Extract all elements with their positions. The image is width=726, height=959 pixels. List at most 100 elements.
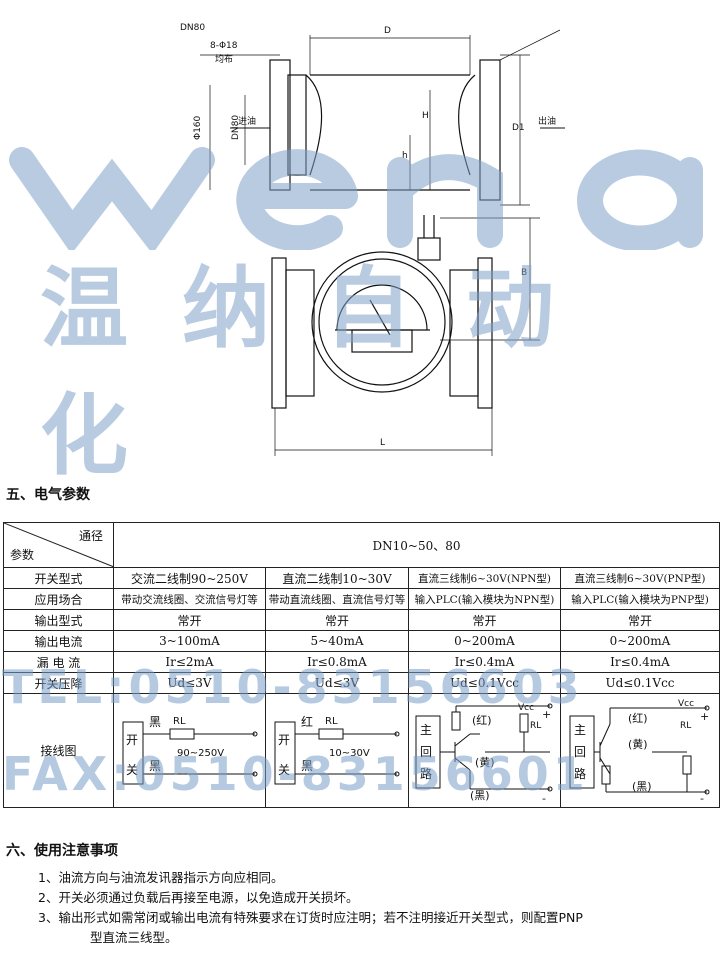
npn-minus-label: -: [542, 792, 546, 804]
table-cell: Ud≤0.1Vcc: [408, 672, 561, 694]
table-cell: 常开: [113, 609, 266, 631]
table-row: 应用场合 带动交流线圈、交流信号灯等 带动直流线圈、直流信号灯等 输入PLC(输…: [3, 588, 720, 610]
ac-black2-label: 黑: [149, 759, 161, 773]
drawing-dim-h-lower: h: [402, 151, 408, 161]
table-cell: Ud≤3V: [113, 672, 266, 694]
corner-bottom-label: 参数: [10, 548, 35, 562]
npn-main-2: 回: [420, 745, 432, 759]
section-title-notes: 六、使用注意事项: [6, 843, 118, 859]
drawing-holes-label: 8-Φ18: [210, 41, 238, 51]
table-cell: Ud≤3V: [265, 672, 409, 694]
row-label: 接线图: [3, 693, 114, 808]
table-row: 输出电流 3~100mA 5~40mA 0~200mA 0~200mA: [3, 630, 720, 652]
pnp-vcc-label: Vcc: [678, 699, 694, 709]
corner-top-label: 通径: [78, 529, 103, 543]
table-cell: 带动交流线圈、交流信号灯等: [113, 588, 266, 610]
drawing-phi-label: Φ160: [193, 115, 203, 140]
note-item-continued: 型直流三线型。: [90, 930, 178, 945]
pnp-yellow-label: (黄): [628, 737, 648, 751]
dc-switch-label-1: 开: [278, 733, 290, 747]
row-label: 输出电流: [3, 630, 114, 652]
section-title-electrical: 五、电气参数: [6, 487, 90, 503]
notes-list: 1、油流方向与油流发讯器指示方向应相同。 2、开关必须通过负载后再接至电源，以免…: [38, 868, 583, 948]
pnp-black-label: (黑): [632, 780, 652, 793]
flow-indicator-drawing: DN80 8-Φ18 均布 Φ160 DN80 进油 出油 D H h D1 B…: [180, 23, 565, 456]
table-cell: Ud≤0.1Vcc: [560, 672, 720, 694]
table-cell: Ir≤2mA: [113, 651, 266, 673]
table-cell: 3~100mA: [113, 630, 266, 652]
table-cell: 直流三线制6~30V(NPN型): [408, 567, 561, 589]
note-item: 2、开关必须通过负载后再接至电源，以免造成开关损坏。: [38, 890, 359, 905]
note-item: 1、油流方向与油流发讯器指示方向应相同。: [38, 870, 284, 885]
pnp-main-3: 路: [574, 766, 586, 781]
ac-rl-label: RL: [173, 716, 186, 727]
pnp-main-2: 回: [574, 745, 586, 759]
ac-black-label: 黑: [149, 715, 161, 729]
table-cell: 输入PLC(输入模块为NPN型): [408, 588, 561, 610]
table-cell: Ir≤0.4mA: [408, 651, 561, 673]
npn-main-1: 主: [420, 723, 432, 737]
npn-red-label: (红): [472, 714, 492, 727]
npn-black-label: (黑): [470, 789, 490, 802]
table-cell: 0~200mA: [408, 630, 561, 652]
table-cell: 5~40mA: [265, 630, 409, 652]
table-cell: 常开: [265, 609, 409, 631]
dc-voltage-label: 10~30V: [329, 748, 370, 759]
table-cell: Ir≤0.4mA: [560, 651, 720, 673]
table-cell: 直流二线制10~30V: [265, 567, 409, 589]
table-row: 开关压降 Ud≤3V Ud≤3V Ud≤0.1Vcc Ud≤0.1Vcc: [3, 672, 720, 694]
ac-voltage-label: 90~250V: [177, 748, 224, 759]
dc-rl-label: RL: [325, 716, 338, 727]
drawing-dim-d1: D1: [512, 123, 525, 133]
drawing-holes-label2: 均布: [215, 53, 233, 65]
wiring-diagram-npn: 主 回 路 (红) (黄) (黑) Vcc RL + -: [408, 693, 561, 808]
npn-rl-label: RL: [530, 721, 541, 731]
table-cell: 常开: [408, 609, 561, 631]
ac-switch-label-2: 关: [126, 763, 138, 777]
table-row: 开关型式 交流二线制90~250V 直流二线制10~30V 直流三线制6~30V…: [3, 567, 720, 589]
wiring-diagram-ac: 开 关 黑 RL 90~250V 黑: [113, 693, 266, 808]
npn-vcc-label: Vcc: [518, 703, 534, 713]
npn-main-3: 路: [420, 766, 432, 781]
row-label: 开关压降: [3, 672, 114, 694]
table-cell: 带动直流线圈、直流信号灯等: [265, 588, 409, 610]
table-cell: Ir≤0.8mA: [265, 651, 409, 673]
table-corner-cell: 通径 参数: [3, 522, 114, 568]
wiring-diagram-dc: 开 关 红 RL 10~30V 黑: [265, 693, 409, 808]
drawing-outlet-label: 出油: [538, 115, 556, 127]
row-label: 应用场合: [3, 588, 114, 610]
dc-red-label: 红: [301, 714, 313, 729]
drawing-inlet-label: 进油: [238, 115, 256, 127]
table-cell: 0~200mA: [560, 630, 720, 652]
header-value: DN10~50、80: [113, 522, 720, 568]
row-label: 开关型式: [3, 567, 114, 589]
drawing-dn-label: DN80: [180, 23, 205, 33]
dc-switch-label-2: 关: [278, 763, 290, 777]
pnp-red-label: (红): [628, 712, 648, 725]
npn-plus-label: +: [542, 708, 551, 721]
table-row: 漏 电 流 Ir≤2mA Ir≤0.8mA Ir≤0.4mA Ir≤0.4mA: [3, 651, 720, 673]
drawing-dim-l: L: [380, 438, 385, 448]
pnp-minus-label: -: [700, 792, 704, 804]
ac-switch-label-1: 开: [126, 733, 138, 747]
wiring-row: 接线图 开 关 黑 RL 90~250V 黑: [3, 693, 720, 808]
table-cell: 常开: [560, 609, 720, 631]
drawing-dim-d: D: [384, 26, 391, 36]
dc-black-label: 黑: [301, 759, 313, 773]
pnp-plus-label: +: [700, 710, 709, 723]
row-label: 漏 电 流: [3, 651, 114, 673]
table-cell: 输入PLC(输入模块为PNP型): [560, 588, 720, 610]
wiring-diagram-pnp: 主 回 路 (红) (黄) (黑) Vcc RL + -: [560, 693, 720, 808]
table-row: 输出型式 常开 常开 常开 常开: [3, 609, 720, 631]
drawing-dim-h-upper: H: [422, 111, 429, 121]
table-cell: 交流二线制90~250V: [113, 567, 266, 589]
table-cell: 直流三线制6~30V(PNP型): [560, 567, 720, 589]
pnp-main-1: 主: [574, 723, 586, 737]
drawing-dn-inner-label: DN80: [231, 115, 241, 140]
table-header-row: 通径 参数 DN10~50、80: [3, 522, 720, 568]
row-label: 输出型式: [3, 609, 114, 631]
npn-yellow-label: (黄): [475, 755, 495, 769]
pnp-rl-label: RL: [680, 721, 691, 731]
note-item: 3、输出形式如需常闭或输出电流有特殊要求在订货时应注明；若不注明接近开关型式，则…: [38, 910, 583, 925]
electrical-params-table: 通径 参数 DN10~50、80 开关型式 交流二线制90~250V 直流二线制…: [3, 522, 720, 808]
